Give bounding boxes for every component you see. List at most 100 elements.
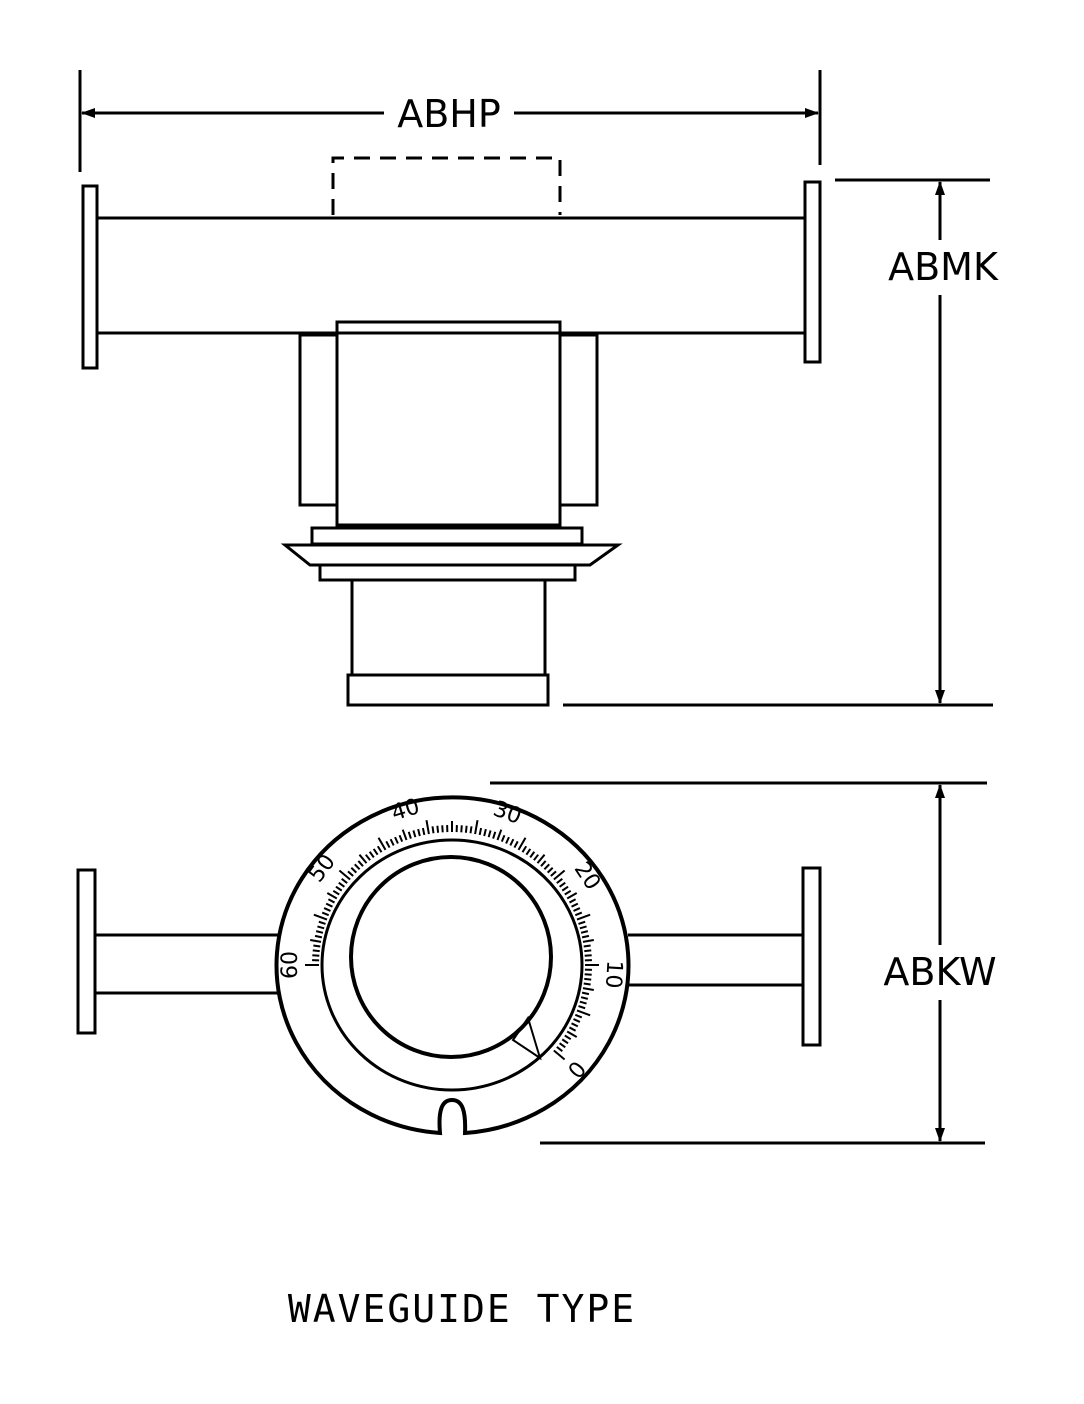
- dial-tick: [425, 820, 430, 835]
- dial-tick: [573, 907, 581, 912]
- dial-tick: [323, 907, 331, 912]
- dial-tick: [313, 944, 321, 948]
- dial-tick: [576, 913, 591, 921]
- dial-tick: [566, 1030, 578, 1038]
- dial-outer-ring: [274, 795, 631, 1136]
- caption: WAVEGUIDE TYPE: [288, 1287, 636, 1331]
- dial-tick: [417, 828, 421, 837]
- dial-tick: [372, 848, 379, 856]
- dial-tick: [578, 1005, 586, 1010]
- dial-tick: [407, 831, 412, 839]
- dial-tick: [505, 836, 510, 844]
- dial-tick: [550, 870, 557, 877]
- dial-tick: [431, 826, 435, 834]
- dial-tick: [312, 949, 320, 953]
- dial-tick: [487, 830, 492, 838]
- dial-tick: [564, 1034, 572, 1041]
- dial-tick: [314, 934, 323, 939]
- dial-tick: [564, 889, 572, 896]
- dial-tick: [574, 1013, 583, 1019]
- dial-tick: [584, 949, 592, 953]
- scale-label: 50: [304, 850, 341, 887]
- dial-tick: [580, 930, 589, 934]
- dial-tick: [561, 1038, 569, 1045]
- dial-tick: [464, 825, 468, 833]
- dial-tick: [398, 834, 404, 843]
- dial-tick: [376, 845, 383, 853]
- dial-tick: [559, 1042, 566, 1049]
- abhp-dimension: [78, 70, 822, 172]
- scale-label: 20: [569, 858, 605, 895]
- dial-tick: [412, 830, 417, 838]
- dial-tick: [533, 854, 539, 861]
- dial-tick: [566, 892, 578, 900]
- dial-tick: [421, 827, 426, 836]
- dial-tick: [436, 825, 440, 833]
- dial-tick: [310, 939, 322, 943]
- dial-tick: [335, 885, 343, 892]
- dial-tick: [581, 934, 590, 939]
- dial-tick: [318, 920, 326, 925]
- dial-tick: [401, 829, 408, 841]
- dial-tick: [536, 854, 546, 864]
- scale-label: 10: [600, 960, 627, 989]
- dial-tick: [580, 996, 589, 1000]
- dial-tick: [377, 837, 387, 851]
- dial-tick: [571, 902, 579, 908]
- dial-tick: [579, 1000, 587, 1005]
- dial-tick: [583, 982, 591, 986]
- dial-tick: [529, 851, 536, 858]
- dial-tick: [317, 925, 325, 930]
- abhp-label: ABHP: [397, 92, 501, 136]
- dial-pointer: [511, 1015, 542, 1061]
- dial-tick: [341, 878, 348, 884]
- dial-tick: [556, 878, 563, 884]
- dial-tick: [561, 885, 569, 892]
- dial-tick: [573, 1018, 581, 1023]
- dial-tick: [357, 860, 364, 867]
- dial-tick: [474, 820, 479, 835]
- dial-inner-circle: [349, 855, 553, 1059]
- abmk-label: ABMK: [888, 245, 999, 289]
- dial-ticks: [305, 820, 599, 1061]
- dial-tick: [556, 1046, 563, 1052]
- dial-tick: [483, 828, 487, 837]
- dial-tick: [332, 889, 340, 896]
- dial-tick: [368, 851, 375, 858]
- dial-tick: [496, 829, 503, 841]
- dial-tick: [583, 944, 591, 948]
- dial-tick: [358, 854, 368, 864]
- dial-tick: [568, 898, 577, 904]
- dial-tick: [350, 867, 358, 874]
- dial-tick: [579, 925, 587, 930]
- dial-tick: [576, 1009, 591, 1017]
- abkw-dimension: [490, 781, 987, 1145]
- dial-tick: [578, 920, 586, 925]
- dial-tick: [525, 848, 532, 856]
- dial-tick: [469, 826, 473, 834]
- dial-tick: [584, 977, 592, 981]
- dial-tick: [513, 840, 519, 849]
- dial-tick: [365, 854, 371, 861]
- dial-tick: [540, 860, 547, 867]
- bottom-view: [76, 795, 822, 1136]
- dial-tick: [500, 834, 506, 843]
- top-view: [81, 156, 822, 707]
- abkw-label: ABKW: [883, 950, 996, 994]
- dial-tick: [568, 1026, 577, 1032]
- dial-tick: [559, 881, 566, 888]
- dial-tick: [325, 902, 333, 908]
- dial-tick: [553, 869, 566, 881]
- dial-tick: [326, 892, 338, 900]
- abmk-dimension: [563, 178, 993, 707]
- dial-tick: [492, 831, 497, 839]
- dial-tick: [571, 1022, 579, 1028]
- dial-tick: [354, 863, 361, 871]
- dial-middle-ring: [320, 838, 584, 1092]
- dial-tick: [327, 898, 336, 904]
- dial-tick: [321, 911, 330, 917]
- dial-tick: [394, 836, 399, 844]
- dial-tick: [338, 869, 351, 881]
- dial-tick: [347, 870, 354, 877]
